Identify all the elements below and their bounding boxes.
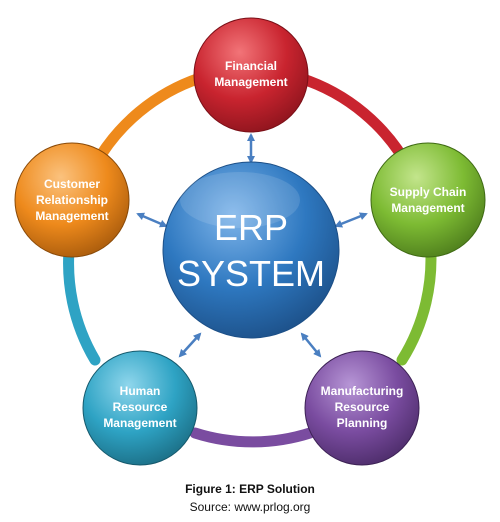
ring-arc-hr-crm: [63, 234, 101, 366]
node-crm: Customer Relationship Management: [14, 142, 130, 258]
node-financial-label-2: Management: [214, 75, 287, 89]
center-node: ERP SYSTEM: [162, 161, 340, 339]
center-title-line1: ERP: [214, 207, 288, 248]
connectors: [136, 133, 368, 358]
node-supply-chain-label-2: Management: [391, 201, 464, 215]
node-manufacturing-label-1: Manufacturing: [321, 384, 404, 398]
node-crm-label-2: Relationship: [36, 193, 108, 207]
arrow-human-resource: [178, 332, 202, 358]
node-manufacturing-label-3: Planning: [337, 416, 388, 430]
center-title-line2: SYSTEM: [177, 253, 325, 294]
node-human-resource-label-2: Resource: [113, 400, 168, 414]
ring-arc-manufacturing-hr: [189, 427, 316, 448]
node-financial: Financial Management: [193, 17, 309, 133]
figure-source: Source: www.prlog.org: [189, 500, 311, 514]
node-manufacturing-label-2: Resource: [335, 400, 390, 414]
arrow-supply-chain: [334, 212, 368, 228]
arrow-crm: [136, 212, 168, 228]
node-supply-chain-label-1: Supply Chain: [390, 185, 467, 199]
ring-arc-crm-financial: [89, 72, 206, 171]
node-human-resource-label-1: Human: [120, 384, 161, 398]
node-supply-chain: Supply Chain Management: [370, 142, 486, 258]
node-financial-label-1: Financial: [225, 59, 277, 73]
figure-caption: Figure 1: ERP Solution: [185, 482, 315, 496]
ring-arc-supply-manufacturing: [396, 234, 437, 366]
node-manufacturing: Manufacturing Resource Planning: [304, 350, 420, 466]
arrow-manufacturing: [300, 332, 322, 358]
node-crm-label-3: Management: [35, 209, 108, 223]
node-human-resource: Human Resource Management: [82, 350, 198, 466]
node-human-resource-label-3: Management: [103, 416, 176, 430]
node-crm-label-1: Customer: [44, 177, 100, 191]
